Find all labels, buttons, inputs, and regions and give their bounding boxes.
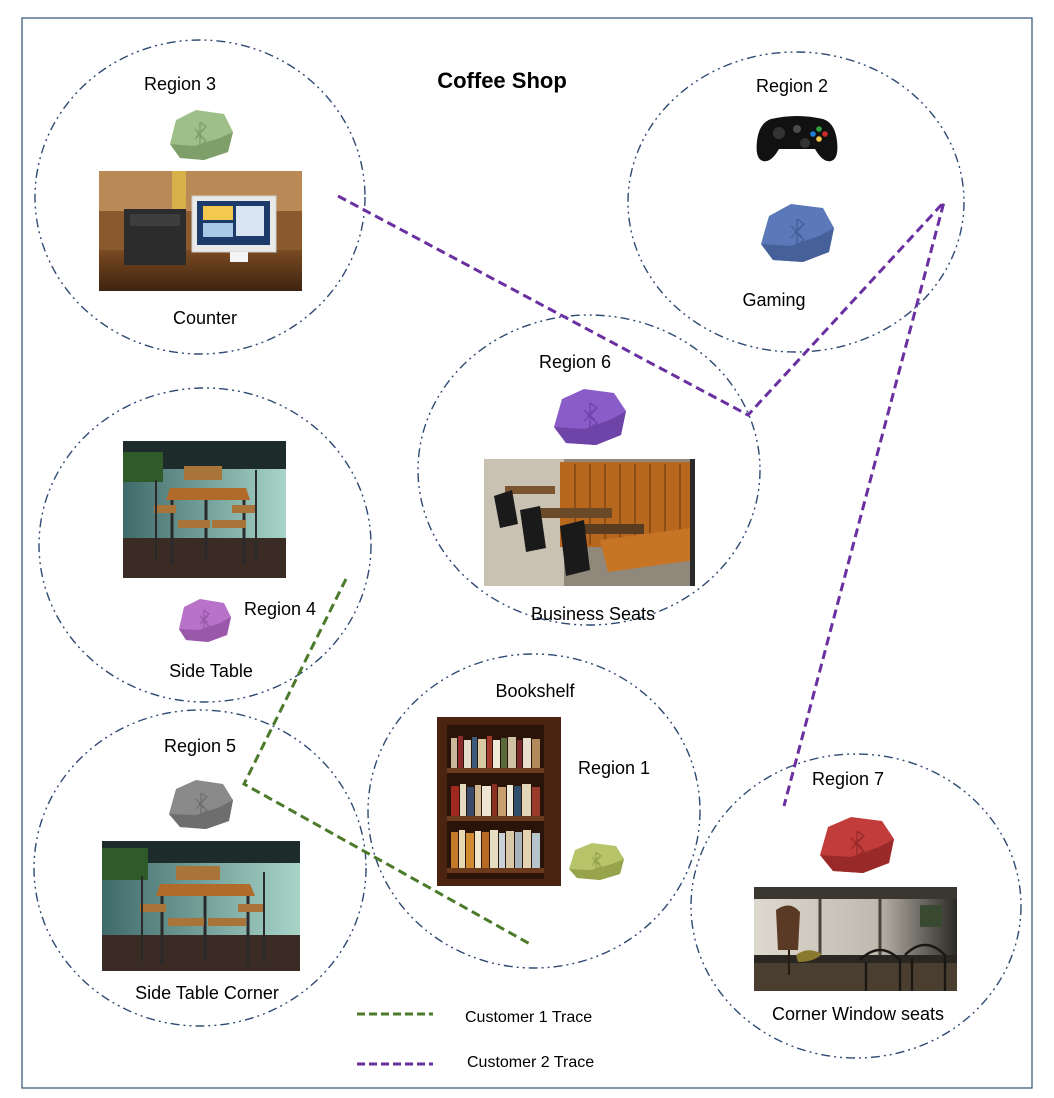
pos-terminal-photo xyxy=(99,171,302,291)
customer-1-trace xyxy=(242,578,531,946)
game-controller-icon xyxy=(756,116,838,162)
counter-label: Counter xyxy=(173,308,237,328)
region-7-label: Region 7 xyxy=(812,769,884,789)
region-6-boundary xyxy=(417,314,761,626)
region-2-label: Region 2 xyxy=(756,76,828,96)
bluetooth-beacon-icon xyxy=(820,817,894,873)
legend-item-customer-2: Customer 2 Trace xyxy=(357,1054,594,1071)
business-seats-label: Business Seats xyxy=(531,604,655,624)
side-table-corner-label: Side Table Corner xyxy=(135,983,279,1003)
customer-2-trace xyxy=(337,194,946,807)
region-5-boundary xyxy=(33,709,367,1027)
region-7-zone: Region 7 Corner W xyxy=(690,753,1022,1059)
corner-window-seats-label: Corner Window seats xyxy=(772,1004,944,1024)
region-7-boundary xyxy=(690,753,1022,1059)
legend-label-customer-2: Customer 2 Trace xyxy=(467,1054,594,1071)
booth-seating-photo xyxy=(484,459,695,586)
window-seats-photo xyxy=(754,887,957,991)
region-4-label: Region 4 xyxy=(244,599,316,619)
region-1-boundary xyxy=(367,653,701,969)
region-6-zone: Region 6 xyxy=(417,314,761,626)
bluetooth-beacon-icon xyxy=(554,389,626,445)
region-5-zone: Region 5 xyxy=(33,709,367,1027)
bluetooth-beacon-icon xyxy=(179,599,231,642)
customer-2-trace-line xyxy=(337,194,946,807)
region-4-boundary xyxy=(38,387,372,703)
gaming-label: Gaming xyxy=(742,290,805,310)
bluetooth-beacon-icon xyxy=(569,843,624,880)
diagram-frame xyxy=(21,17,1033,1089)
side-table-label: Side Table xyxy=(169,661,253,681)
bookshelf-photo xyxy=(437,717,561,886)
bluetooth-beacon-icon xyxy=(761,204,834,262)
region-1-zone: Bookshelf xyxy=(367,653,701,969)
region-2-boundary xyxy=(627,51,965,353)
diagram-title: Coffee Shop xyxy=(437,68,567,93)
bookshelf-label: Bookshelf xyxy=(495,681,575,701)
region-3-boundary xyxy=(34,39,366,355)
legend-item-customer-1: Customer 1 Trace xyxy=(357,1009,592,1026)
legend-label-customer-1: Customer 1 Trace xyxy=(465,1009,592,1026)
side-table-photo xyxy=(102,841,300,971)
bluetooth-beacon-icon xyxy=(169,780,233,829)
region-3-label: Region 3 xyxy=(144,74,216,94)
region-4-zone: Region 4 Side Table xyxy=(38,387,372,703)
customer-1-trace-line xyxy=(242,578,531,946)
legend: Customer 1 Trace Customer 2 Trace xyxy=(357,1009,594,1071)
region-1-label: Region 1 xyxy=(578,758,650,778)
side-table-photo xyxy=(123,441,286,578)
region-6-label: Region 6 xyxy=(539,352,611,372)
bluetooth-beacon-icon xyxy=(170,110,233,160)
region-3-zone: Region 3 Counter xyxy=(34,39,366,355)
region-2-zone: Region 2 Gaming xyxy=(627,51,965,353)
region-5-label: Region 5 xyxy=(164,736,236,756)
